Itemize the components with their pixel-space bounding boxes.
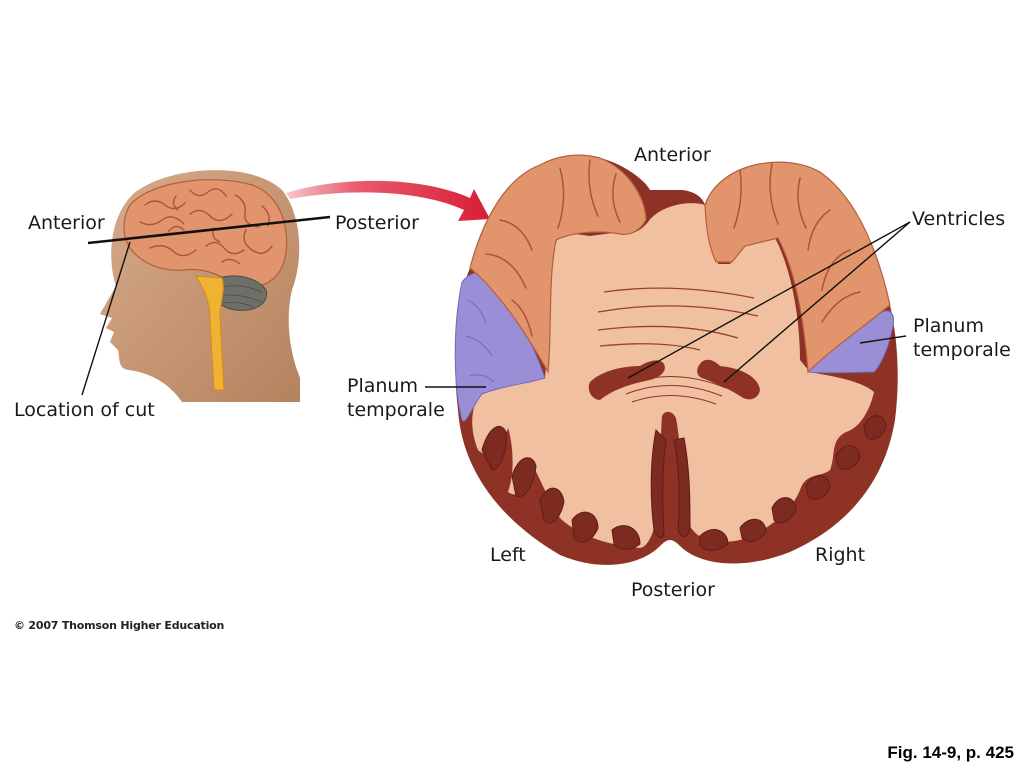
- label-location-of-cut: Location of cut: [14, 399, 155, 421]
- corpus-callosum-lines: [597, 287, 759, 351]
- location-of-cut-leader: [81, 241, 131, 396]
- white-matter: [472, 203, 874, 548]
- label-section-right: Right: [815, 544, 866, 566]
- label-ventricles: Ventricles: [912, 208, 1006, 230]
- cut-plane-line: [87, 215, 331, 245]
- brain-section: [425, 154, 911, 565]
- frontal-cortex: [469, 154, 891, 374]
- label-planum-left-line2: temporale: [347, 399, 445, 421]
- label-planum-left-line1: Planum: [347, 375, 418, 397]
- label-planum-right-line1: Planum: [913, 315, 984, 337]
- ventricles-leader-2: [723, 221, 911, 383]
- ventricles-leader-1: [627, 221, 911, 379]
- label-planum-right-line2: temporale: [913, 339, 1011, 361]
- label-planum-temporale-left: Planum temporale: [347, 374, 445, 422]
- figure-reference: Fig. 14-9, p. 425: [887, 743, 1014, 762]
- gray-matter-gyri: [481, 415, 887, 551]
- label-head-anterior: Anterior: [28, 212, 105, 234]
- head-diagram: [81, 170, 490, 402]
- label-section-left: Left: [490, 544, 526, 566]
- frontal-gyri-lines: [485, 159, 861, 337]
- planum-right-leader: [859, 335, 907, 344]
- spinal-cord: [195, 275, 225, 391]
- label-section-anterior: Anterior: [634, 144, 711, 166]
- ventricle-right: [697, 359, 760, 400]
- transition-arrow: [286, 180, 490, 221]
- label-section-posterior: Posterior: [631, 579, 715, 601]
- copyright-notice: © 2007 Thomson Higher Education: [14, 619, 225, 632]
- label-planum-temporale-right: Planum temporale: [913, 314, 1011, 362]
- label-head-posterior: Posterior: [335, 212, 419, 234]
- brain-gyri: [139, 188, 273, 265]
- ventricle-left: [588, 360, 665, 400]
